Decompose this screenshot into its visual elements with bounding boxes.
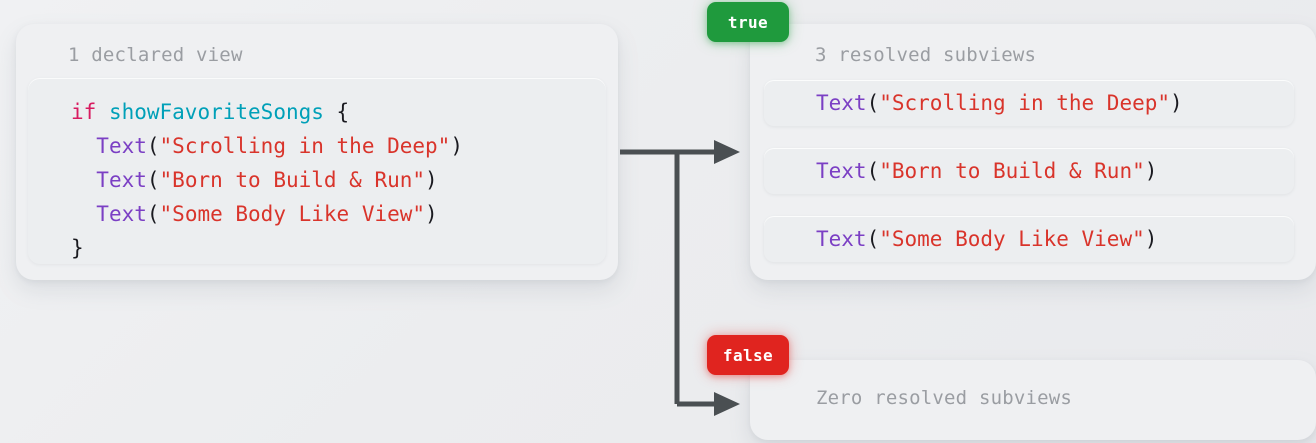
- declared-view-code-block: if showFavoriteSongs { Text("Scrolling i…: [28, 78, 606, 264]
- code-token: "Some Body Like View": [879, 227, 1145, 251]
- code-token: ): [1170, 91, 1183, 115]
- code-token: Text: [96, 134, 147, 158]
- code-line: }: [71, 238, 84, 259]
- code-token: ): [1144, 227, 1158, 251]
- code-token: "Some Body Like View": [159, 202, 426, 226]
- code-token: "Scrolling in the Deep": [159, 134, 451, 158]
- code-token: Text: [816, 91, 867, 115]
- status-badge-false: false: [707, 335, 789, 375]
- resolved-subviews-card: 3 resolved subviews Text("Scrolling in t…: [750, 24, 1316, 280]
- code-token: [71, 134, 96, 158]
- declared-view-title: 1 declared view: [68, 44, 243, 66]
- code-token: ): [1144, 159, 1158, 183]
- code-line: Text("Scrolling in the Deep"): [71, 136, 463, 157]
- code-token: "Born to Build & Run": [879, 159, 1145, 183]
- code-token: (: [146, 134, 160, 158]
- code-token: Text: [96, 168, 147, 192]
- code-token: "Born to Build & Run": [159, 168, 426, 192]
- code-token: Text: [816, 159, 867, 183]
- resolved-subviews-title: 3 resolved subviews: [815, 44, 1037, 66]
- code-token: ): [450, 134, 463, 158]
- code-token: "Scrolling in the Deep": [879, 91, 1171, 115]
- code-token: (: [146, 168, 160, 192]
- status-badge-true: true: [707, 2, 789, 42]
- code-token: {: [323, 100, 350, 124]
- subview-row: Text("Scrolling in the Deep"): [764, 80, 1294, 126]
- subview-code-line: Text("Scrolling in the Deep"): [816, 93, 1183, 114]
- code-token: [96, 100, 109, 124]
- code-line: Text("Some Body Like View"): [71, 202, 438, 226]
- code-token: (: [866, 91, 880, 115]
- code-line: if showFavoriteSongs {: [71, 102, 349, 123]
- code-token: ): [425, 202, 438, 226]
- code-token: Text: [96, 202, 147, 226]
- code-token: [71, 168, 96, 192]
- code-token: showFavoriteSongs: [108, 100, 324, 124]
- subview-row: Text("Some Body Like View"): [764, 216, 1294, 262]
- zero-subviews-card: Zero resolved subviews: [750, 360, 1316, 440]
- subview-code-line: Text("Some Body Like View"): [816, 229, 1157, 250]
- code-token: ): [425, 168, 438, 192]
- code-token: if: [71, 100, 97, 124]
- code-token: Text: [816, 227, 867, 251]
- code-token: }: [71, 236, 84, 260]
- declared-view-card: 1 declared view if showFavoriteSongs { T…: [16, 24, 618, 280]
- zero-subviews-title: Zero resolved subviews: [816, 387, 1073, 409]
- code-token: (: [866, 159, 880, 183]
- subview-code-line: Text("Born to Build & Run"): [816, 161, 1157, 182]
- subview-row: Text("Born to Build & Run"): [764, 148, 1294, 194]
- code-token: (: [866, 227, 880, 251]
- code-token: (: [146, 202, 160, 226]
- code-line: Text("Born to Build & Run"): [71, 168, 438, 192]
- code-token: [71, 202, 96, 226]
